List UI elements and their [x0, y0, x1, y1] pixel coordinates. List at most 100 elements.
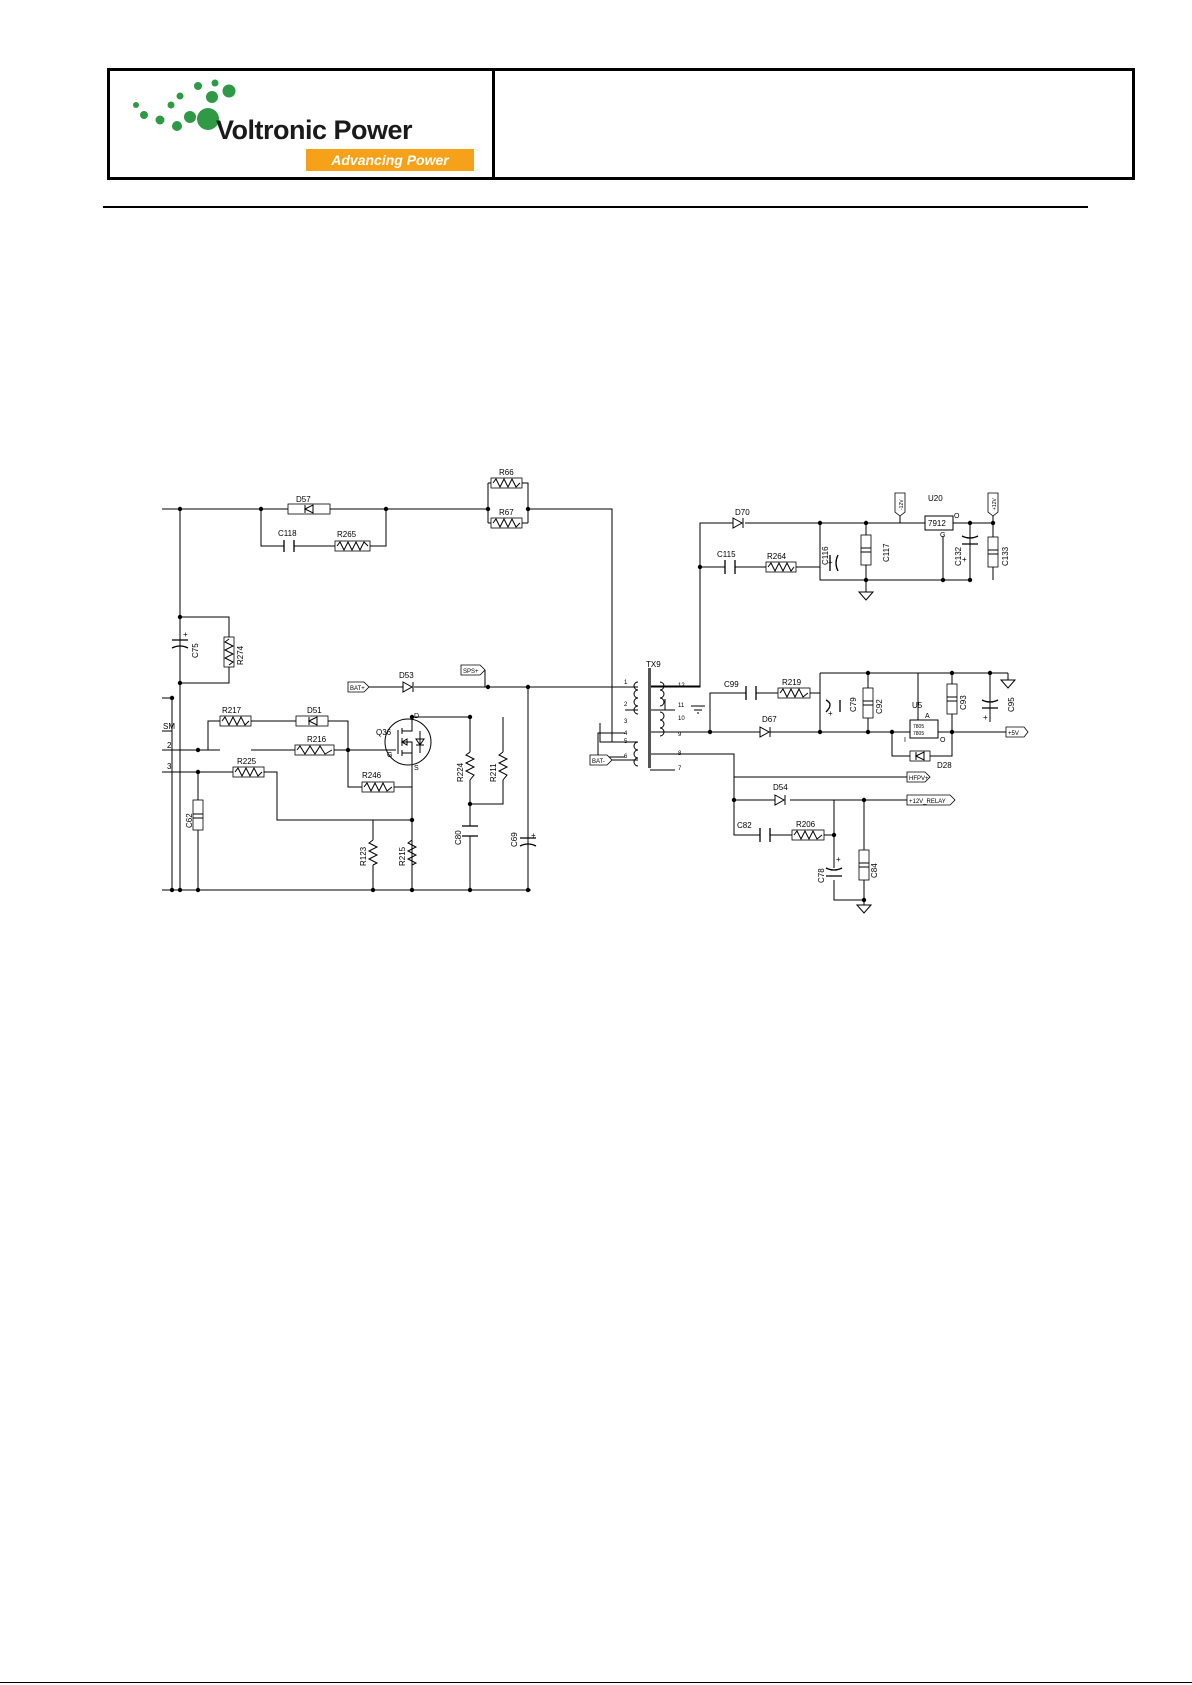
net-flag-bat-neg: BAT-	[589, 754, 613, 766]
svg-text:R225: R225	[237, 757, 257, 766]
svg-text:D53: D53	[399, 671, 414, 680]
capacitor-c62: C62	[185, 799, 204, 831]
resistor-r274: R274	[223, 636, 245, 668]
svg-text:C92: C92	[875, 699, 884, 714]
svg-text:C75: C75	[191, 643, 200, 658]
svg-text:O: O	[954, 513, 960, 520]
capacitor-c82: C82	[737, 821, 771, 842]
diode-d51: D51	[295, 706, 329, 727]
junctions	[169, 506, 1011, 903]
mosfet-q36: Q36 D G S	[376, 713, 432, 772]
capacitor-c133: C133	[987, 536, 1010, 568]
svg-text:C82: C82	[737, 821, 752, 830]
svg-text:10: 10	[678, 716, 685, 722]
svg-text:11: 11	[678, 703, 685, 709]
resistor-r217: R217	[219, 706, 252, 727]
svg-text:C78: C78	[817, 868, 826, 883]
svg-text:R246: R246	[362, 771, 382, 780]
resistor-r206: R206	[791, 820, 825, 841]
diode-d53: D53	[399, 671, 414, 693]
resistor-r265: R265	[334, 530, 371, 552]
svg-text:4: 4	[624, 731, 628, 737]
resistor-r66: R66	[490, 468, 523, 489]
ground-symbol-5v	[999, 679, 1017, 689]
header-box: Voltronic Power Advancing Power	[107, 68, 1135, 180]
svg-text:C115: C115	[717, 550, 736, 559]
capacitor-c78: + C78	[817, 855, 843, 883]
tagline: Advancing Power	[306, 149, 474, 171]
capacitor-c93: C93	[946, 683, 968, 715]
svg-text:C93: C93	[959, 695, 968, 710]
svg-text:1: 1	[624, 680, 628, 686]
transformer-tx9: TX9 1 2 3 4 5 6 12 11 10 9 8 7	[624, 660, 705, 772]
svg-text:BAT-: BAT-	[592, 759, 605, 765]
svg-text:+: +	[531, 831, 536, 840]
diode-d54: D54	[773, 783, 788, 806]
header-divider	[492, 71, 495, 177]
svg-text:D51: D51	[307, 706, 322, 715]
footer-rule	[0, 1682, 1192, 1683]
regulator-u5: 7805 7805 U5 A I O	[904, 701, 946, 744]
svg-text:HFPV+: HFPV+	[909, 776, 929, 782]
capacitor-c132: + C132	[954, 535, 979, 566]
svg-text:7912: 7912	[928, 519, 946, 528]
svg-text:3: 3	[624, 719, 628, 725]
svg-text:R224: R224	[456, 762, 465, 782]
resistor-r246: R246	[361, 771, 395, 793]
svg-text:+: +	[828, 709, 833, 718]
ground-symbol-relay	[855, 904, 873, 914]
capacitor-c84: C84	[858, 849, 879, 881]
svg-text:+: +	[962, 555, 967, 564]
svg-text:D28: D28	[937, 761, 952, 770]
svg-text:C95: C95	[1007, 697, 1016, 712]
net-flag-pos5v: +5V	[1005, 726, 1029, 738]
capacitor-c115: C115	[717, 550, 736, 574]
svg-text:D67: D67	[762, 715, 777, 724]
net-flag-bat-pos: BAT+	[347, 681, 370, 693]
svg-text:+: +	[836, 855, 841, 864]
svg-text:7805: 7805	[913, 731, 924, 737]
capacitor-c117: C117	[860, 534, 891, 566]
svg-text:R211: R211	[489, 763, 498, 782]
svg-text:R66: R66	[499, 468, 514, 477]
svg-text:R216: R216	[307, 735, 327, 744]
svg-text:C117: C117	[882, 543, 891, 562]
capacitor-c92: C92	[862, 687, 884, 719]
svg-text:U20: U20	[928, 494, 943, 503]
resistor-r225: R225	[232, 757, 265, 778]
svg-text:R265: R265	[337, 530, 357, 539]
net-flag-sps: SPS+	[460, 664, 486, 676]
svg-text:D: D	[414, 713, 419, 720]
svg-text:R67: R67	[499, 508, 514, 517]
svg-text:7: 7	[678, 766, 682, 772]
svg-text:C80: C80	[454, 830, 463, 845]
resistor-r67: R67	[490, 508, 523, 529]
svg-text:R264: R264	[767, 552, 787, 561]
svg-text:TX9: TX9	[646, 660, 661, 669]
svg-text:D70: D70	[735, 508, 750, 517]
net-flag-hfpv: HFPV+	[906, 771, 931, 783]
svg-text:C133: C133	[1001, 546, 1010, 566]
svg-text:BAT+: BAT+	[350, 686, 365, 692]
svg-text:+: +	[983, 713, 988, 722]
capacitor-c118: C118	[278, 529, 297, 552]
pin-label-3: 3	[167, 762, 172, 771]
svg-text:R215: R215	[398, 846, 407, 866]
svg-text:-12V: -12V	[899, 499, 905, 510]
pin-label-sm: SM	[163, 722, 175, 731]
svg-text:D54: D54	[773, 783, 788, 792]
svg-text:C99: C99	[724, 680, 739, 689]
svg-text:C132: C132	[954, 546, 963, 566]
net-flag-pos12v: +12V	[987, 492, 999, 517]
capacitor-c95: + C95	[981, 697, 1016, 722]
svg-text:R206: R206	[796, 820, 816, 829]
svg-text:G: G	[940, 532, 945, 539]
svg-text:R274: R274	[236, 645, 245, 665]
svg-text:6: 6	[624, 754, 628, 760]
svg-text:Q36: Q36	[376, 728, 392, 737]
net-flag-relay: +12V_RELAY	[906, 794, 956, 806]
resistor-r211: R211	[489, 751, 509, 782]
svg-text:+12V: +12V	[992, 498, 998, 510]
svg-text:A: A	[925, 713, 930, 720]
